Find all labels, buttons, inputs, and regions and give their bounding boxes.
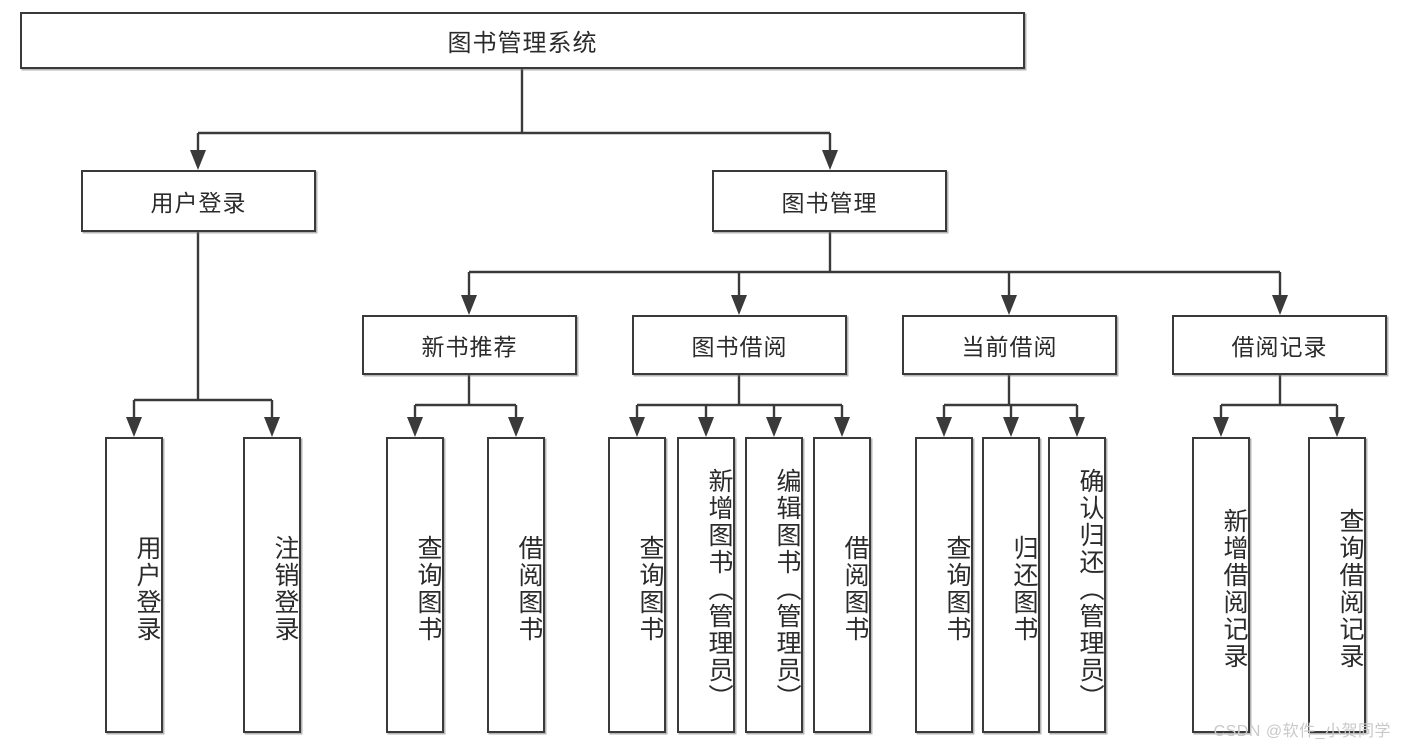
node-leaf-borrow-book-rec-label: 借阅图书 — [515, 535, 543, 643]
node-leaf-edit-book-label: 编辑图书（管理员） — [773, 467, 801, 711]
node-leaf-return-book-label: 归还图书 — [1010, 535, 1038, 643]
node-root-label: 图书管理系统 — [447, 30, 598, 57]
node-leaf-confirm-return-label: 确认归还（管理员） — [1076, 467, 1104, 711]
node-borrow-record[interactable]: 借阅记录 — [1172, 315, 1387, 375]
node-leaf-borrow-book-label: 借阅图书 — [841, 535, 869, 643]
node-leaf-confirm-return[interactable]: 确认归还（管理员） — [1048, 437, 1106, 733]
node-root[interactable]: 图书管理系统 — [20, 12, 1025, 69]
node-current-borrow[interactable]: 当前借阅 — [902, 315, 1117, 375]
node-leaf-query-record-label: 查询借阅记录 — [1336, 508, 1364, 670]
node-borrow-record-label: 借阅记录 — [1231, 334, 1328, 360]
node-new-book-rec[interactable]: 新书推荐 — [362, 315, 577, 375]
node-leaf-user-login[interactable]: 用户登录 — [105, 437, 163, 733]
node-leaf-user-login-label: 用户登录 — [133, 535, 161, 643]
node-leaf-logout[interactable]: 注销登录 — [243, 437, 301, 733]
edge-userlogin-to-leaves — [126, 232, 280, 437]
node-leaf-borrow-book[interactable]: 借阅图书 — [813, 437, 871, 733]
node-leaf-edit-book[interactable]: 编辑图书（管理员） — [745, 437, 803, 733]
edge-currentborrow-to-leaves — [936, 375, 1085, 437]
node-book-manage[interactable]: 图书管理 — [712, 170, 947, 232]
node-leaf-add-record[interactable]: 新增借阅记录 — [1192, 437, 1250, 733]
node-book-borrow-label: 图书借阅 — [691, 334, 788, 360]
edge-newbookrec-to-leaves — [407, 375, 524, 437]
edge-bookborrow-to-leaves — [629, 375, 850, 437]
node-leaf-logout-label: 注销登录 — [271, 535, 299, 643]
node-leaf-query-book-rec-label: 查询图书 — [414, 535, 442, 643]
edge-bookmanage-to-level3 — [461, 232, 1288, 315]
node-leaf-query-record[interactable]: 查询借阅记录 — [1308, 437, 1366, 733]
node-leaf-add-record-label: 新增借阅记录 — [1220, 508, 1248, 670]
node-user-login[interactable]: 用户登录 — [81, 170, 316, 232]
node-leaf-query-book-borrow[interactable]: 查询图书 — [608, 437, 666, 733]
edge-root-to-level2 — [190, 69, 838, 170]
node-current-borrow-label: 当前借阅 — [961, 334, 1058, 360]
edge-borrowrecord-to-leaves — [1213, 375, 1345, 437]
node-leaf-query-book-current[interactable]: 查询图书 — [915, 437, 973, 733]
node-book-manage-label: 图书管理 — [781, 190, 878, 216]
node-leaf-query-book-rec[interactable]: 查询图书 — [386, 437, 444, 733]
node-leaf-query-book-current-label: 查询图书 — [943, 535, 971, 643]
node-leaf-return-book[interactable]: 归还图书 — [982, 437, 1040, 733]
node-leaf-query-book-borrow-label: 查询图书 — [636, 535, 664, 643]
node-leaf-add-book-label: 新增图书（管理员） — [705, 467, 733, 711]
node-user-login-label: 用户登录 — [150, 190, 247, 216]
node-leaf-add-book[interactable]: 新增图书（管理员） — [677, 437, 735, 733]
node-book-borrow[interactable]: 图书借阅 — [632, 315, 847, 375]
node-new-book-rec-label: 新书推荐 — [421, 334, 518, 360]
node-leaf-borrow-book-rec[interactable]: 借阅图书 — [487, 437, 545, 733]
watermark-label: CSDN @软件_小贺同学 — [1213, 723, 1391, 740]
